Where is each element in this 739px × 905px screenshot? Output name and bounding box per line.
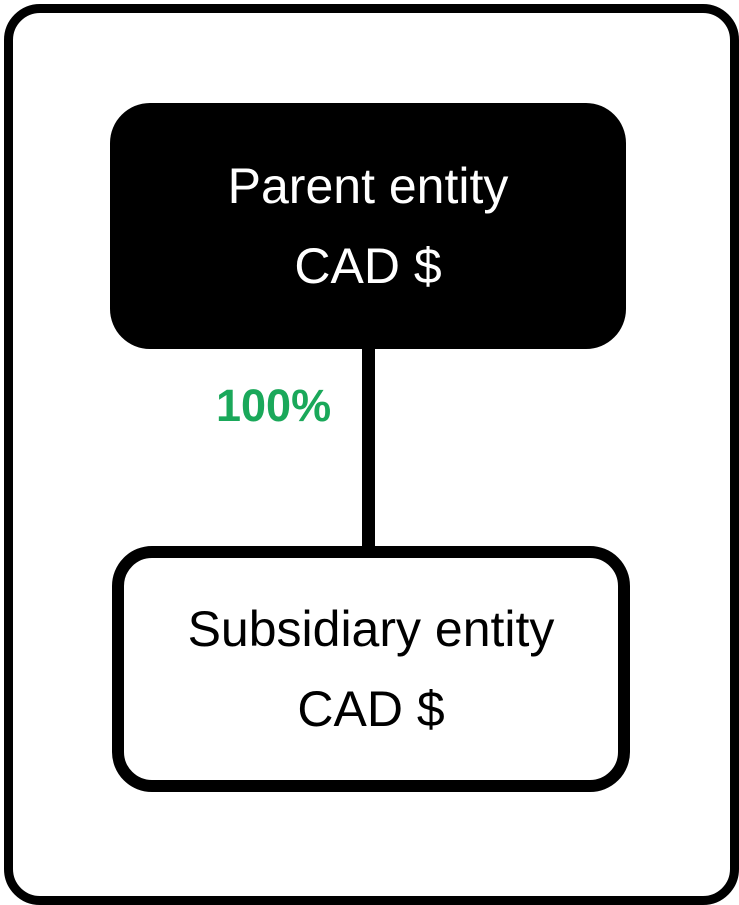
subsidiary-entity-name: Subsidiary entity [187, 601, 555, 657]
ownership-percentage: 100% [216, 380, 332, 431]
subsidiary-entity-box: Subsidiary entity CAD $ [112, 546, 630, 792]
parent-entity-name: Parent entity [227, 158, 509, 214]
ownership-connector-line [362, 345, 375, 555]
parent-entity-box: Parent entity CAD $ [110, 103, 626, 349]
subsidiary-entity-currency: CAD $ [297, 681, 445, 737]
parent-entity-currency: CAD $ [294, 238, 442, 294]
